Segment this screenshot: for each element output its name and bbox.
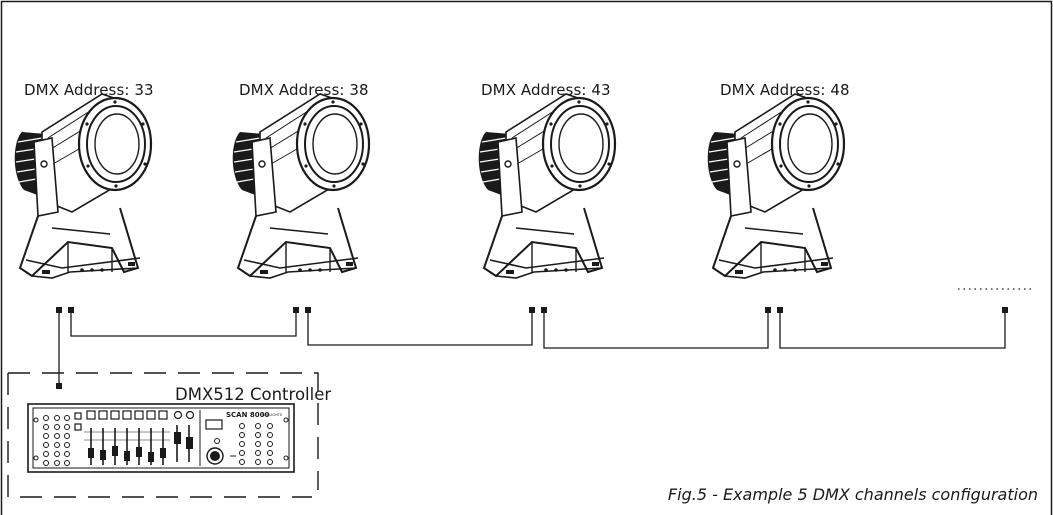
controller-unit: SCAN 8000 PROLIGHTS [27, 403, 295, 473]
controller-enclosure [7, 372, 319, 498]
fixture-3-address-label: DMX Address: 43 [481, 81, 611, 99]
fixture-4-drawing [706, 92, 846, 280]
fixture-2-address-label: DMX Address: 38 [239, 81, 369, 99]
fixture-2-drawing [231, 92, 371, 280]
controller-brand: SCAN 8000 [226, 411, 270, 419]
figure-caption: Fig.5 - Example 5 DMX channels configura… [667, 485, 1038, 504]
dmx-cable [58, 310, 1006, 386]
controller-brand-sub: PROLIGHTS [262, 413, 283, 417]
fixture-1-address-label: DMX Address: 33 [24, 81, 154, 99]
fixture-1-drawing [13, 92, 153, 280]
fixture-3-drawing [477, 92, 617, 280]
controller-label: DMX512 Controller [175, 385, 332, 404]
fixture-4-address-label: DMX Address: 48 [720, 81, 850, 99]
cable-connectors [56, 307, 1008, 389]
